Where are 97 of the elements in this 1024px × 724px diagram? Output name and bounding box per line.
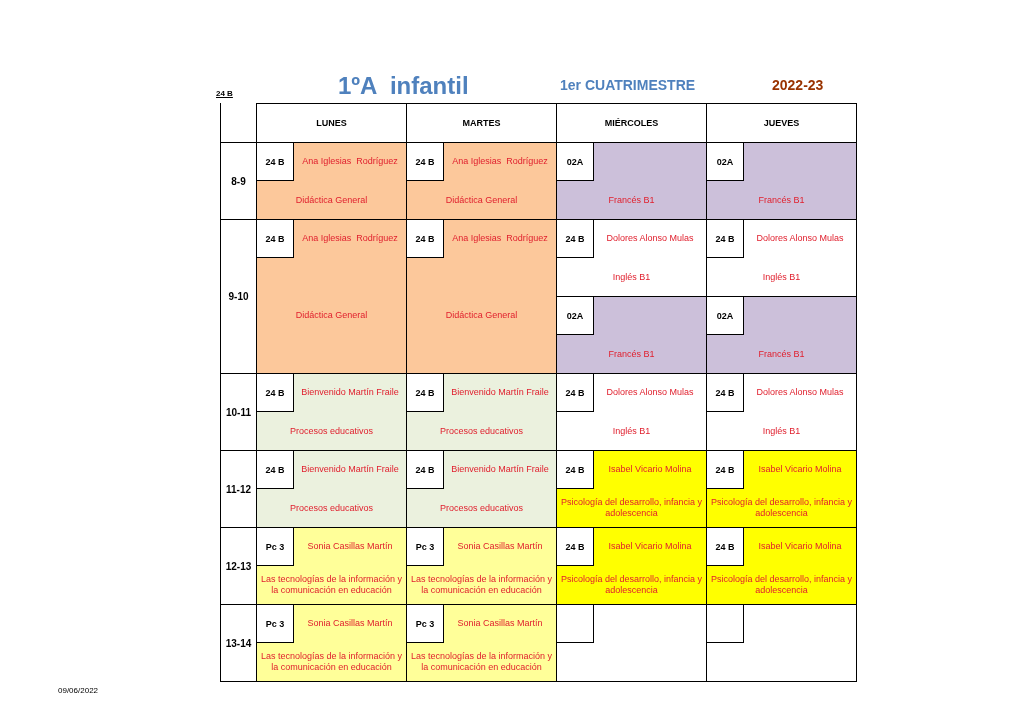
teacher-name: Ana Iglesias Rodríguez <box>451 156 549 167</box>
class-block <box>406 142 557 220</box>
teacher-name: Dolores Alonso Mulas <box>605 387 695 398</box>
class-block <box>706 219 857 297</box>
subject-name: Inglés B1 <box>611 424 652 438</box>
date-text: 09/06/2022 <box>58 686 99 695</box>
teacher-name: Sonia Casillas Martín <box>456 541 544 552</box>
subject-name: Francés B1 <box>757 193 806 207</box>
teacher-name: Dolores Alonso Mulas <box>755 387 845 398</box>
class-block <box>256 219 407 374</box>
room-code: 24 B <box>257 143 294 181</box>
class-block <box>406 219 557 374</box>
subject-name: Didáctica General <box>294 309 369 322</box>
room-code: Pc 3 <box>407 528 444 566</box>
subject-name: Francés B1 <box>607 347 656 361</box>
room-code: 24 B <box>407 451 444 489</box>
room-code: Pc 3 <box>257 528 294 566</box>
title: 1ºA infantil <box>338 72 469 100</box>
teacher-name: Isabel Vicario Molina <box>607 464 693 475</box>
teacher-name: Bienvenido Martín Fraile <box>300 464 400 475</box>
teacher-name: Bienvenido Martín Fraile <box>450 464 550 475</box>
heading-text: 2022-23 <box>772 77 824 93</box>
subject-name: Inglés B1 <box>761 270 802 284</box>
class-block <box>706 373 857 451</box>
heading-text: 1er CUATRIMESTRE <box>560 77 696 93</box>
room-code: 24 B <box>407 374 444 412</box>
room-code: 24 B <box>707 528 744 566</box>
room-code: 24 B <box>557 451 594 489</box>
room-code: 24 B <box>707 220 744 258</box>
room-code: 24 B <box>557 374 594 412</box>
subject-name: Procesos educativos <box>438 501 524 515</box>
subject-name: Procesos educativos <box>288 424 374 438</box>
class-block <box>556 142 707 220</box>
subject-name: Didáctica General <box>294 193 369 207</box>
room-code: 24 B <box>557 528 594 566</box>
room-code: Pc 3 <box>257 605 294 643</box>
room-code: 24 B <box>707 451 744 489</box>
subject-name: Inglés B1 <box>611 270 652 284</box>
empty-room-box <box>706 604 744 643</box>
class-block <box>706 296 857 374</box>
room-code: 24 B <box>257 220 294 258</box>
teacher-name: Ana Iglesias Rodríguez <box>301 156 399 167</box>
subject-name: Las tecnologías de la información y la comunicación en educación <box>259 573 404 597</box>
class-block <box>406 527 557 605</box>
subject-name: Procesos educativos <box>288 501 374 515</box>
room-code: 24 B <box>557 220 594 258</box>
room-code: 02A <box>557 297 594 335</box>
subject-name: Las tecnologías de la información y la comunicación en educación <box>409 573 554 597</box>
class-block <box>256 142 407 220</box>
subject-name: Las tecnologías de la información y la comunicación en educación <box>409 650 554 674</box>
class-block <box>706 450 857 528</box>
teacher-name: Bienvenido Martín Fraile <box>450 387 550 398</box>
teacher-name: Ana Iglesias Rodríguez <box>301 233 399 244</box>
class-block <box>256 450 407 528</box>
subject-name: Las tecnologías de la información y la comunicación en educación <box>259 650 404 674</box>
class-block <box>406 373 557 451</box>
room-code: 24 B <box>407 143 444 181</box>
subject-name: Psicología del desarrollo, infancia y adolescencia <box>709 496 854 520</box>
room-note: 24 B <box>216 89 233 98</box>
class-block <box>256 527 407 605</box>
teacher-name: Sonia Casillas Martín <box>306 541 394 552</box>
class-block <box>556 296 707 374</box>
subject-name: Francés B1 <box>757 347 806 361</box>
class-block <box>706 142 857 220</box>
room-code: Pc 3 <box>407 605 444 643</box>
subject-name: Didáctica General <box>444 309 519 322</box>
teacher-name: Bienvenido Martín Fraile <box>300 387 400 398</box>
class-block <box>406 604 557 682</box>
class-block <box>256 373 407 451</box>
subject-name: Procesos educativos <box>438 424 524 438</box>
room-code: 24 B <box>257 374 294 412</box>
class-block <box>406 450 557 528</box>
teacher-name: Sonia Casillas Martín <box>306 618 394 629</box>
room-code: 02A <box>707 297 744 335</box>
teacher-name: Dolores Alonso Mulas <box>605 233 695 244</box>
room-code: 24 B <box>707 374 744 412</box>
class-block <box>256 604 407 682</box>
subject-name: Psicología del desarrollo, infancia y adolescencia <box>559 573 704 597</box>
room-code: 02A <box>557 143 594 181</box>
class-block <box>706 527 857 605</box>
empty-room-box <box>556 604 594 643</box>
subject-name: Didáctica General <box>444 193 519 207</box>
class-block <box>556 527 707 605</box>
teacher-name: Ana Iglesias Rodríguez <box>451 233 549 244</box>
subject-name: Francés B1 <box>607 193 656 207</box>
teacher-name: Dolores Alonso Mulas <box>755 233 845 244</box>
teacher-name: Isabel Vicario Molina <box>757 541 843 552</box>
class-block <box>556 450 707 528</box>
room-code: 24 B <box>407 220 444 258</box>
teacher-name: Sonia Casillas Martín <box>456 618 544 629</box>
room-code: 02A <box>707 143 744 181</box>
room-code: 24 B <box>257 451 294 489</box>
subject-name: Inglés B1 <box>761 424 802 438</box>
teacher-name: Isabel Vicario Molina <box>757 464 843 475</box>
teacher-name: Isabel Vicario Molina <box>607 541 693 552</box>
subject-name: Psicología del desarrollo, infancia y adolescencia <box>709 573 854 597</box>
subject-name: Psicología del desarrollo, infancia y adolescencia <box>559 496 704 520</box>
